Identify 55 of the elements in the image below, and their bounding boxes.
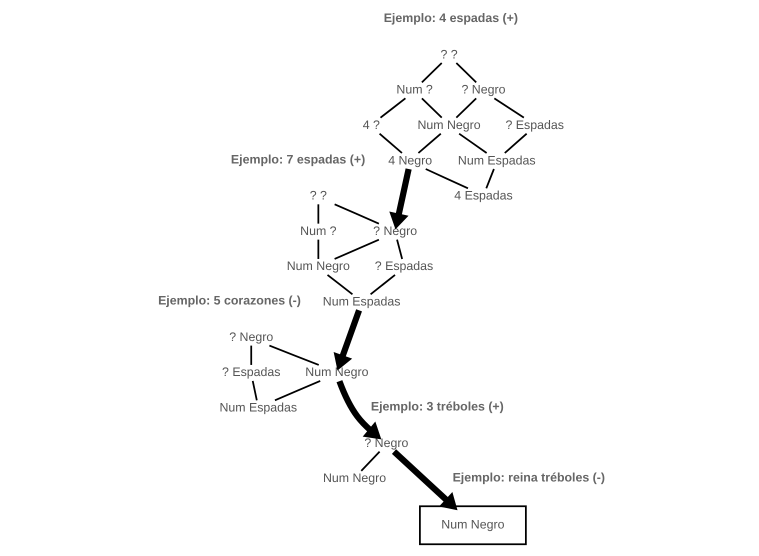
arrow [389,168,412,230]
node-text: ? Negro [364,436,408,450]
node-text: 4 ? [362,118,380,132]
connector [421,98,442,118]
connector [504,133,528,154]
label: Ejemplo: reina tréboles (-) [452,470,606,484]
node-text: Num Negro [286,259,350,274]
connector [421,62,442,83]
node-text: Num Negro [305,365,368,380]
label: Ejemplo: 4 espadas (+) [384,11,518,26]
node-text: ? ? [310,188,327,203]
node-text: Num ? [396,82,433,97]
connector [360,450,380,472]
label: Ejemplo: 3 tréboles (+) [370,400,504,414]
label: Ejemplo: 7 espadas (+) [230,152,366,166]
connector [370,274,396,295]
node-text: Num Negro [417,118,481,132]
node-text: ? Espadas [222,365,280,380]
connector [379,133,403,154]
node-text: Num ? [300,224,337,238]
node-text: ? Negro [461,82,506,97]
connector [396,239,403,260]
arrow [334,309,362,370]
connector [317,240,320,259]
node-text: Num Espadas [458,153,536,168]
connector [252,380,258,400]
connector [274,380,321,402]
connector [494,98,524,118]
connector [458,132,488,154]
node-text: ? ? [440,47,458,62]
node-text: Num Negro [322,471,386,486]
arrow [392,449,458,510]
connector [334,238,380,260]
arrow [336,380,382,440]
node-text: 4 Negro [388,153,432,168]
connector [380,98,406,118]
connector [334,204,380,224]
node-text: ? Negro [229,330,274,344]
connector [418,133,442,154]
connector [326,274,353,295]
node-text: ? Espadas [506,118,564,132]
node-text: Num Espadas [322,294,400,309]
label: Ejemplo: 5 corazones (-) [158,294,301,308]
connector [425,168,468,190]
connector [269,344,320,366]
node-text: ? Negro [373,224,418,238]
connector [250,346,252,365]
connector [456,62,477,83]
connector [485,168,495,189]
node-text: ? Espadas [374,259,434,274]
node-box: Num Negro [419,505,527,546]
connector [317,204,320,224]
node-text: 4 Espadas [454,188,513,203]
connector [456,98,477,118]
node-text: Num Espadas [219,400,298,415]
